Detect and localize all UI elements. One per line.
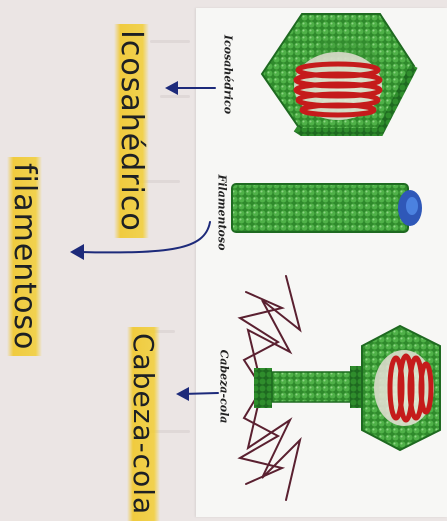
handwritten-label-head-tail: Cabeza-cola bbox=[123, 327, 163, 497]
handwritten-label-icosahedral: Icosahédrico bbox=[110, 24, 152, 224]
handwritten-label-filamentous: filamentoso bbox=[4, 157, 44, 327]
